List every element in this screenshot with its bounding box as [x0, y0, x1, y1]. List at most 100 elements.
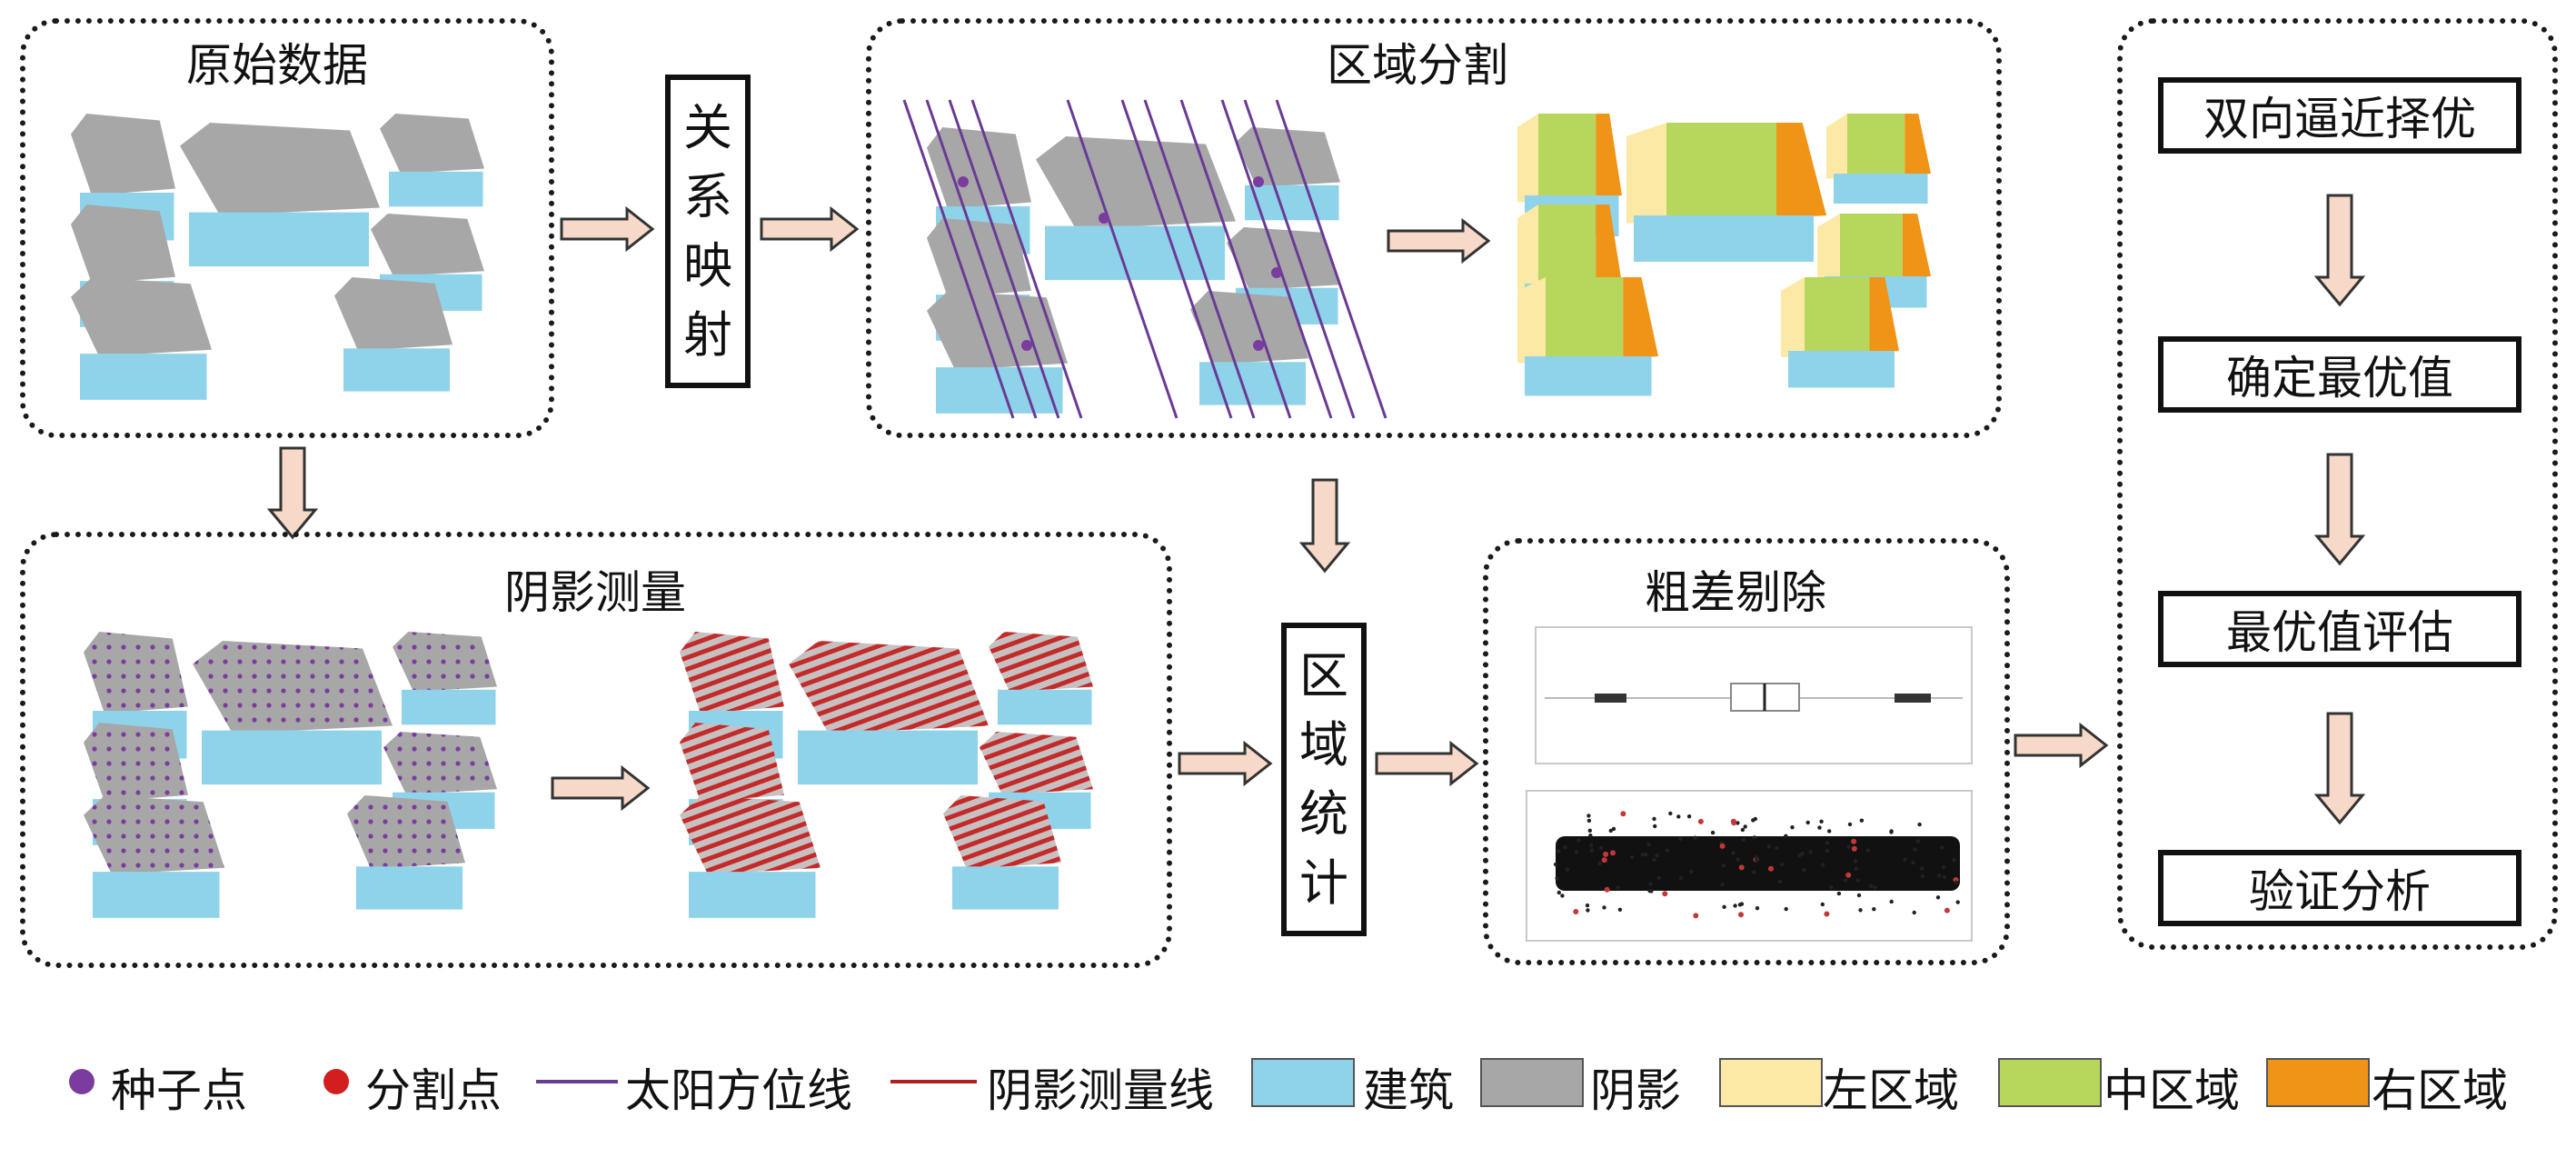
region-right-1	[1776, 123, 1826, 219]
region-left-1	[1626, 123, 1666, 224]
scatter-point-6	[1780, 862, 1785, 867]
scatter-point-77	[1853, 859, 1858, 864]
scatter-point-108	[1553, 862, 1558, 867]
step-validation-analysis: 验证分析	[2158, 850, 2521, 926]
scatter-point-87	[1845, 872, 1852, 878]
region-middle-6	[1805, 277, 1870, 357]
segment-panel	[866, 18, 2002, 438]
scatter-point-16	[1797, 854, 1802, 858]
scatter-point-30	[1556, 849, 1561, 854]
scatter-point-127	[1825, 848, 1830, 854]
scatter-point-73	[1722, 904, 1726, 909]
sun-line-5	[1120, 99, 1233, 419]
dot-shadow-4	[383, 732, 497, 794]
segment-title: 区域分割	[1327, 39, 1508, 92]
scatter-point-14	[1586, 908, 1590, 913]
scatter-point-95	[1854, 866, 1858, 871]
seed-point-5	[1253, 340, 1264, 351]
scatter-point-80	[1604, 886, 1610, 893]
region-middle-1	[1666, 123, 1776, 224]
sun-line-8	[1220, 99, 1333, 419]
scatter-point-130	[1739, 902, 1745, 906]
scatter-point-28	[1640, 853, 1645, 857]
scatter-point-76	[1686, 814, 1692, 819]
scatter-point-1	[1652, 857, 1656, 863]
sun-line-10	[1275, 99, 1387, 419]
arrow-stats-to-gross	[1375, 740, 1479, 787]
region-left-4	[1817, 214, 1840, 282]
boxplot-outliers-0	[1595, 694, 1626, 703]
scatter-point-51	[1676, 814, 1681, 819]
scatter-point-119	[1653, 824, 1657, 829]
arrow-shadow-inner	[551, 764, 651, 812]
dot-shadow-1	[193, 641, 393, 734]
stats-char-4: 计	[1299, 854, 1348, 912]
red-shadow-1	[789, 641, 989, 734]
scatter-point-44	[1805, 820, 1810, 825]
seg-shadow-3	[927, 218, 1031, 297]
shadow-seed-buildings	[84, 632, 497, 918]
scatter-point-88	[1665, 848, 1670, 853]
scatter-point-67	[1766, 844, 1772, 849]
sun-line-4	[1066, 99, 1179, 419]
region-building-6	[1788, 351, 1895, 388]
gross-error-title: 粗差剔除	[1645, 566, 1826, 619]
scatter-point-60	[1730, 818, 1736, 824]
scatter-point-90	[1873, 885, 1877, 890]
scatter-point-70	[1647, 888, 1652, 893]
region-right-6	[1869, 277, 1899, 354]
scatter-point-7	[1573, 909, 1579, 914]
legend-split-label: 分割点	[365, 1064, 502, 1117]
scatter-point-42	[1646, 842, 1651, 847]
arrow-segment-to-stats	[1298, 478, 1351, 574]
region-middle-2	[1847, 114, 1905, 179]
seg-shadow-4	[1227, 227, 1340, 290]
arrow-raw-to-shadow	[266, 446, 319, 540]
scatter-point-53	[1920, 866, 1925, 871]
scatter-point-82	[1693, 835, 1697, 840]
scatter-point-121	[1768, 865, 1774, 872]
scatter-point-50	[1586, 818, 1592, 824]
scatter-point-9	[1630, 855, 1635, 860]
raw-data-title: 原始数据	[186, 39, 368, 92]
scatter-point-85	[1935, 895, 1941, 900]
scatter-point-18	[1736, 821, 1740, 825]
mapping-char-1: 关	[683, 98, 732, 156]
relation-mapping-box: 关 系 映 射	[665, 75, 751, 388]
scatter-point-5	[1648, 882, 1653, 886]
step-determine-optimal: 确定最优值	[2158, 336, 2521, 413]
scatter-point-12	[1775, 845, 1779, 851]
scatter-point-94	[1603, 851, 1609, 857]
scatter-point-106	[1784, 834, 1788, 838]
raw-shadow-2	[380, 114, 484, 174]
seed-point-1	[1021, 340, 1032, 351]
raw-shadow-4	[371, 214, 484, 276]
scatter-point-79	[1644, 852, 1648, 857]
legend-left-swatch	[1719, 1058, 1823, 1107]
region-middle-0	[1538, 114, 1596, 203]
legend-split-marker	[323, 1069, 349, 1094]
legend-shadow-label: 阴影	[1590, 1064, 1681, 1117]
red-building-2	[998, 689, 1092, 725]
scatter-point-114	[1784, 906, 1788, 912]
region-middle-5	[1546, 277, 1624, 364]
scatter-point-17	[1817, 825, 1822, 830]
scatter-point-2	[1585, 903, 1590, 908]
scatter-point-29	[1851, 838, 1857, 844]
legend-building-label: 建筑	[1363, 1064, 1454, 1117]
gross-error-panel	[1483, 538, 2010, 965]
scatter-point-92	[1942, 874, 1947, 880]
scatter-point-136	[1846, 844, 1851, 849]
scatter-point-33	[1743, 824, 1747, 829]
scatter-point-48	[1843, 878, 1848, 883]
scatter-point-15	[1911, 860, 1915, 865]
scatter-point-100	[1913, 847, 1917, 852]
scatter-point-83	[1752, 835, 1757, 840]
sun-line-2	[948, 99, 1060, 419]
arrow-gross-to-optimize	[2014, 722, 2109, 769]
scatter-point-135	[1668, 811, 1673, 816]
segmented-region-buildings	[1517, 114, 1931, 396]
dot-shadow-2	[393, 632, 497, 692]
arrow-shadow-to-stats	[1178, 740, 1273, 787]
